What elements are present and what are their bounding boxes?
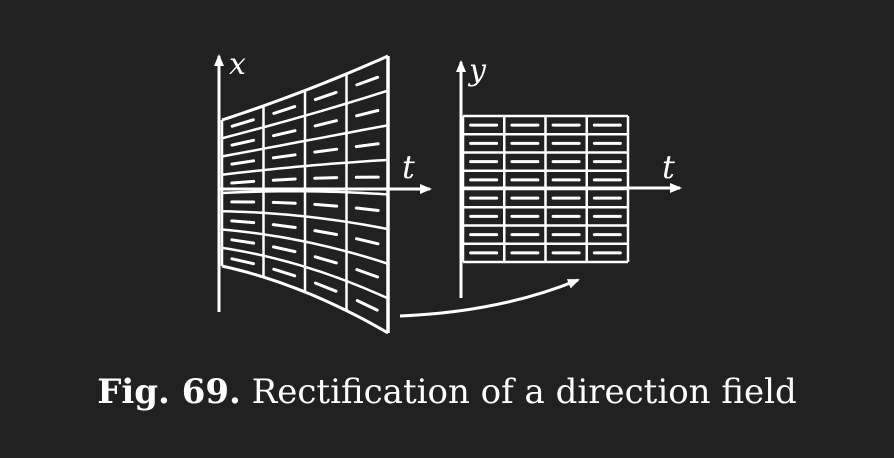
direction-dash bbox=[315, 231, 337, 235]
direction-dash bbox=[315, 149, 337, 152]
direction-dash bbox=[274, 107, 295, 114]
direction-dash bbox=[315, 178, 337, 179]
mapping-arrow bbox=[400, 280, 578, 316]
direction-dash bbox=[316, 283, 337, 291]
direction-dash bbox=[274, 269, 295, 276]
direction-dash bbox=[232, 240, 254, 243]
direction-dash bbox=[232, 259, 254, 264]
direction-dash bbox=[232, 221, 254, 223]
direction-dash bbox=[274, 131, 296, 136]
right-panel: y t bbox=[461, 53, 680, 298]
direction-dash bbox=[274, 247, 296, 252]
direction-dash bbox=[315, 92, 336, 99]
direction-dash bbox=[273, 225, 295, 228]
right-t-axis-label: t bbox=[662, 148, 675, 186]
direction-dash bbox=[357, 77, 378, 85]
direction-dash bbox=[232, 120, 253, 126]
direction-dash bbox=[315, 121, 336, 126]
direction-dash bbox=[273, 155, 295, 158]
right-y-axis-label: y bbox=[467, 53, 487, 88]
direction-dash bbox=[232, 161, 254, 164]
direction-dash bbox=[356, 144, 378, 147]
left-warped-grid bbox=[222, 56, 388, 333]
direction-dash bbox=[356, 208, 378, 211]
direction-dash bbox=[315, 257, 336, 263]
direction-dash bbox=[232, 181, 254, 183]
right-rectangular-grid bbox=[463, 116, 628, 262]
direction-dash bbox=[273, 179, 295, 180]
caption-label: Fig. 69. bbox=[97, 372, 241, 412]
figure-caption: Fig. 69. Rectification of a direction fi… bbox=[0, 372, 894, 412]
left-t-axis-label: t bbox=[402, 148, 415, 186]
direction-dash bbox=[357, 239, 379, 244]
direction-dash bbox=[357, 111, 378, 116]
direction-dash bbox=[315, 204, 337, 206]
direction-dash bbox=[357, 301, 377, 311]
direction-dash bbox=[357, 270, 378, 277]
left-panel: x t bbox=[219, 47, 430, 333]
direction-dash bbox=[273, 202, 295, 203]
left-x-axis-label: x bbox=[229, 47, 246, 82]
direction-dash bbox=[232, 140, 254, 145]
caption-text: Rectification of a direction field bbox=[252, 372, 797, 412]
